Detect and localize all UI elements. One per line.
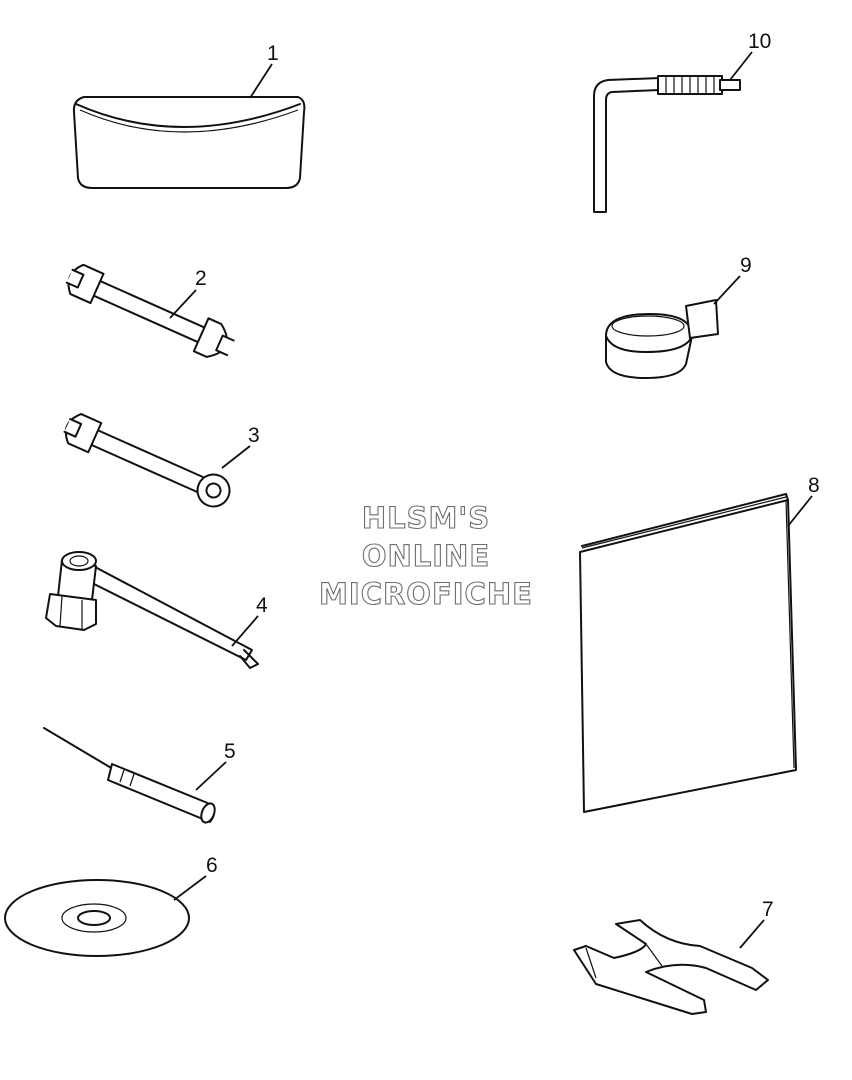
- leader-6: [173, 875, 207, 901]
- callout-1: 1: [267, 42, 279, 65]
- part-4-plug-wrench: [45, 551, 259, 669]
- leader-1: [249, 63, 273, 99]
- part-2-open-wrench: [65, 263, 235, 358]
- watermark-line-2: ONLINE: [362, 539, 490, 573]
- part-7-spanner: [573, 919, 769, 1015]
- watermark-line-1: HLSM'S: [362, 501, 490, 535]
- part-6-disc: [4, 879, 190, 957]
- leader-2: [169, 289, 197, 319]
- leader-10: [729, 51, 753, 81]
- part-3-combination-wrench: [63, 413, 231, 508]
- part-5-screwdriver: [43, 727, 216, 824]
- part-1-tool-bag: [72, 96, 306, 189]
- callout-8: 8: [808, 474, 820, 497]
- part-8-owners-manual: [579, 493, 797, 813]
- leader-8: [787, 495, 813, 527]
- callout-2: 2: [195, 267, 207, 290]
- watermark-line-3: MICROFICHE: [319, 577, 533, 611]
- part-9-rolled-strap: [605, 299, 719, 379]
- callout-9: 9: [740, 254, 752, 277]
- leader-4: [231, 615, 259, 647]
- leader-7: [739, 919, 765, 949]
- part-10-hex-key: [593, 75, 741, 213]
- callout-6: 6: [206, 854, 218, 877]
- watermark: HLSM'S ONLINE MICROFICHE: [319, 500, 533, 611]
- callout-3: 3: [248, 424, 260, 447]
- callout-7: 7: [762, 898, 774, 921]
- leader-9: [713, 275, 741, 305]
- callout-5: 5: [224, 740, 236, 763]
- leader-5: [195, 761, 227, 791]
- callout-4: 4: [256, 594, 268, 617]
- callout-10: 10: [748, 30, 771, 53]
- leader-3: [221, 445, 251, 469]
